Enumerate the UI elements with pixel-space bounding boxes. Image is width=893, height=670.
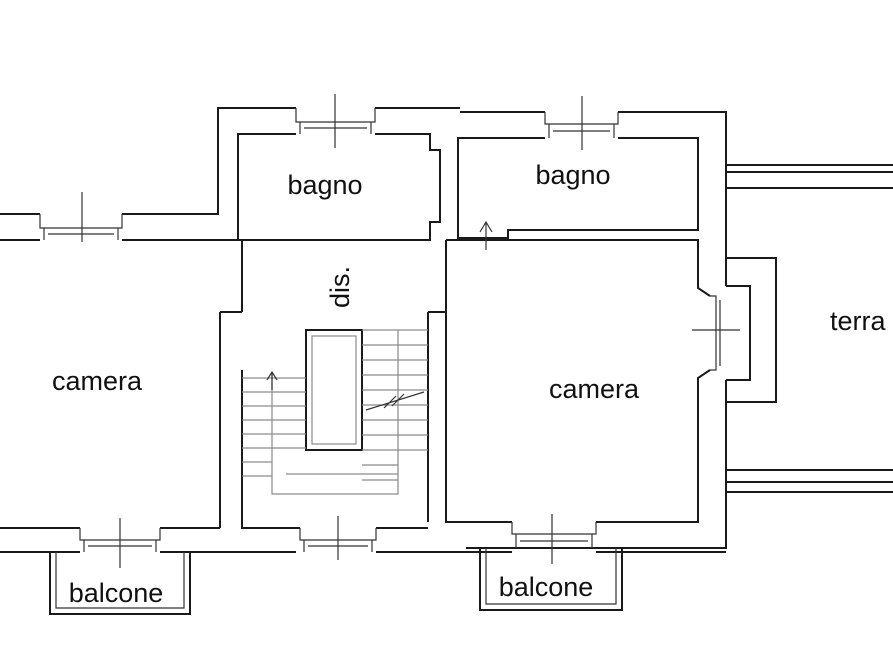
room-label-bagno-right: bagno	[535, 160, 610, 190]
room-label-balcone-right: balcone	[499, 572, 594, 602]
room-label-dis: dis.	[325, 266, 355, 308]
room-label-balcone-left: balcone	[69, 578, 164, 608]
room-label-camera-right: camera	[549, 374, 640, 404]
walls	[0, 107, 893, 553]
balconies	[49, 548, 623, 615]
room-label-camera-left: camera	[52, 366, 143, 396]
staircase	[242, 329, 428, 495]
room-label-bagno-left: bagno	[287, 170, 362, 200]
room-labels: camera bagno bagno dis. camera terra bal…	[52, 160, 887, 608]
windows	[39, 94, 740, 568]
room-label-terrazzo: terra	[830, 306, 887, 336]
